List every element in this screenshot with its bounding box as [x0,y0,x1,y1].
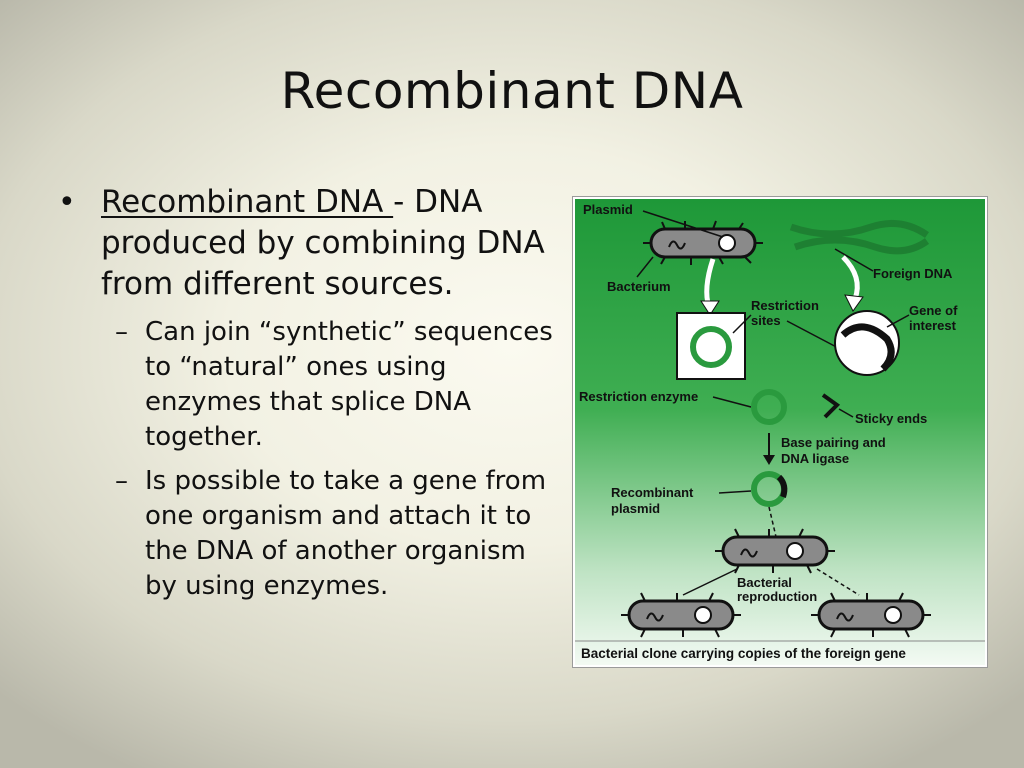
label-sticky-ends: Sticky ends [855,411,927,426]
label-reproduction-1: Bacterial [737,575,792,590]
diagram-background [575,199,985,665]
label-gene-2: interest [909,318,957,333]
dash-marker: – [115,317,128,347]
label-gene-1: Gene of [909,303,958,318]
sub-bullet-2: – Is possible to take a gene from one or… [58,464,558,604]
label-base-pairing-1: Base pairing and [781,435,886,450]
label-recombinant-1: Recombinant [611,485,694,500]
label-foreign-dna: Foreign DNA [873,266,953,281]
bacterium-bottom-right [811,592,931,638]
bullet-definition: - DNA produced by combining DNA from dif… [101,184,545,302]
label-restriction-enzyme: Restriction enzyme [579,389,698,404]
label-restriction-sites-1: Restriction [751,298,819,313]
cut-plasmid [751,389,787,425]
sub-bullet-text: Is possible to take a gene from one orga… [145,466,547,601]
label-bacterium: Bacterium [607,279,671,294]
label-reproduction-2: reproduction [737,589,817,604]
main-bullet: • Recombinant DNA - DNA produced by comb… [58,182,558,305]
sub-bullet-text: Can join “synthetic” sequences to “natur… [145,317,553,452]
figure-caption: Bacterial clone carrying copies of the f… [581,646,906,661]
bacterium-top [643,220,763,265]
sub-bullet-1: – Can join “synthetic” sequences to “nat… [58,315,558,455]
bullet-marker: • [58,185,76,220]
label-recombinant-2: plasmid [611,501,660,516]
plasmid-ring [690,326,732,368]
dash-marker: – [115,466,128,496]
foreign-dna [789,219,930,255]
bullet-term: Recombinant DNA [101,184,394,220]
slide-title: Recombinant DNA [280,62,744,120]
recombinant-dna-diagram: Plasmid Bacterium Foreign DNA Restrictio… [572,196,988,668]
plasmid-box [676,312,746,380]
label-restriction-sites-2: sites [751,313,781,328]
label-plasmid: Plasmid [583,202,633,217]
diagram-svg: Plasmid Bacterium Foreign DNA Restrictio… [575,199,985,665]
bullet-content: • Recombinant DNA - DNA produced by comb… [58,182,558,604]
label-base-pairing-2: DNA ligase [781,451,849,466]
bacterium-bottom-left [621,592,741,638]
